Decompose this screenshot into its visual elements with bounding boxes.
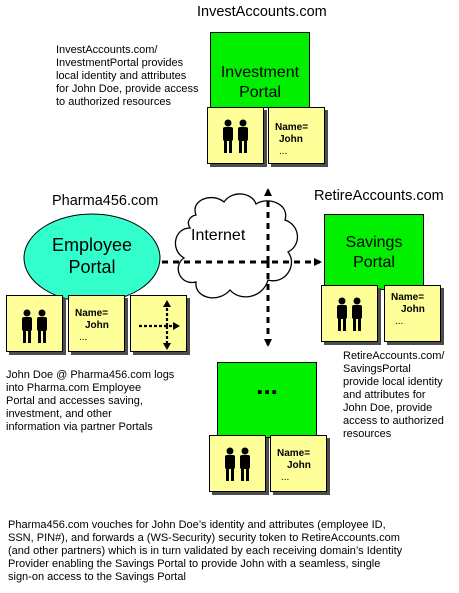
retire-note-line: John Doe, provide [343,402,433,414]
attr-name-value: John [401,304,425,315]
site-title-invest: InvestAccounts.com [197,4,327,20]
retire-people-card [321,285,378,342]
people-icon [22,309,47,343]
retire-note: RetireAccounts.com/ SavingsPortal provid… [343,350,444,441]
employee-portal-label: Employee [51,235,133,255]
pharma-note-line: investment, and other [6,408,112,420]
footer-note-line: SSN, PIN#), and forwards a (WS-Security)… [8,532,400,544]
site-title-pharma: Pharma456.com [52,193,159,209]
retire-note-line: RetireAccounts.com/ [343,350,445,362]
invest-attributes-card: Name= John ... [268,107,325,164]
internet-label: Internet [191,227,246,244]
invest-note-line: InvestmentPortal provides [56,57,184,69]
cross-arrows-icon [139,300,180,350]
retire-note-line: SavingsPortal [343,363,411,375]
site-title-retire: RetireAccounts.com [314,188,444,204]
attr-more: ... [281,472,290,483]
invest-note-line: local identity and attributes [56,70,187,82]
footer-note-line: Pharma456.com vouches for John Doe’s ide… [8,519,386,531]
attr-more: ... [395,316,404,327]
investment-portal-label: Investment [220,64,300,81]
attr-name-value: John [85,320,109,331]
invest-note-line: InvestAccounts.com/ [56,44,158,56]
pharma-attributes-card: Name= John ... [68,295,125,352]
people-icon [337,297,362,331]
employee-portal[interactable]: Employee Portal [38,234,146,278]
pharma-note-line: John Doe @ Pharma456.com logs [6,369,175,381]
footer-note-line: Provider enabling the Savings Portal to … [8,558,381,570]
attr-more: ... [79,332,88,343]
savings-portal-label: Portal [353,254,395,271]
footer-note-line: (and other partners) which is in turn va… [8,545,403,557]
retire-note-line: and attributes for [343,389,426,401]
people-icon [223,119,248,153]
employee-portal-label: Portal [68,257,116,277]
attr-more: ... [279,146,288,157]
investment-portal[interactable]: Investment Portal [210,32,310,108]
retire-attributes-card: Name= John ... [384,285,441,342]
attr-name-label: Name= [275,122,309,133]
investment-portal-label: Portal [239,84,281,101]
pharma-note-line: Portal and accesses saving, [6,395,143,407]
savings-portal-label: Savings [345,234,403,251]
other-attributes-card: Name= John ... [270,435,327,492]
invest-note-line: to authorized resources [56,96,171,108]
people-icon [225,447,250,481]
other-portal-label: ... [256,370,278,400]
invest-people-card [207,107,264,164]
attr-name-value: John [279,134,303,145]
attr-name-label: Name= [277,448,311,459]
pharma-note: John Doe @ Pharma456.com logs into Pharm… [6,369,174,434]
savings-portal[interactable]: Savings Portal [324,214,424,290]
other-people-card [209,435,266,492]
invest-note-line: for John Doe, provide access [56,83,199,95]
pharma-cross-arrows-card [130,295,187,352]
retire-note-line: provide local identity [343,376,443,388]
attr-name-value: John [287,460,311,471]
retire-note-line: resources [343,428,392,440]
pharma-people-card [6,295,63,352]
other-portal[interactable]: ... [217,362,317,438]
attr-name-label: Name= [75,308,109,319]
cloud-icon [174,193,299,299]
pharma-note-line: into Pharma.com Employee [6,382,142,394]
retire-note-line: access to authorized [343,415,444,427]
attr-name-label: Name= [391,292,425,303]
footer-note-line: sign-on access to the Savings Portal [8,571,186,583]
invest-note: InvestAccounts.com/ InvestmentPortal pro… [56,44,198,109]
footer-note: Pharma456.com vouches for John Doe’s ide… [8,519,453,584]
pharma-note-line: information via partner Portals [6,421,153,433]
